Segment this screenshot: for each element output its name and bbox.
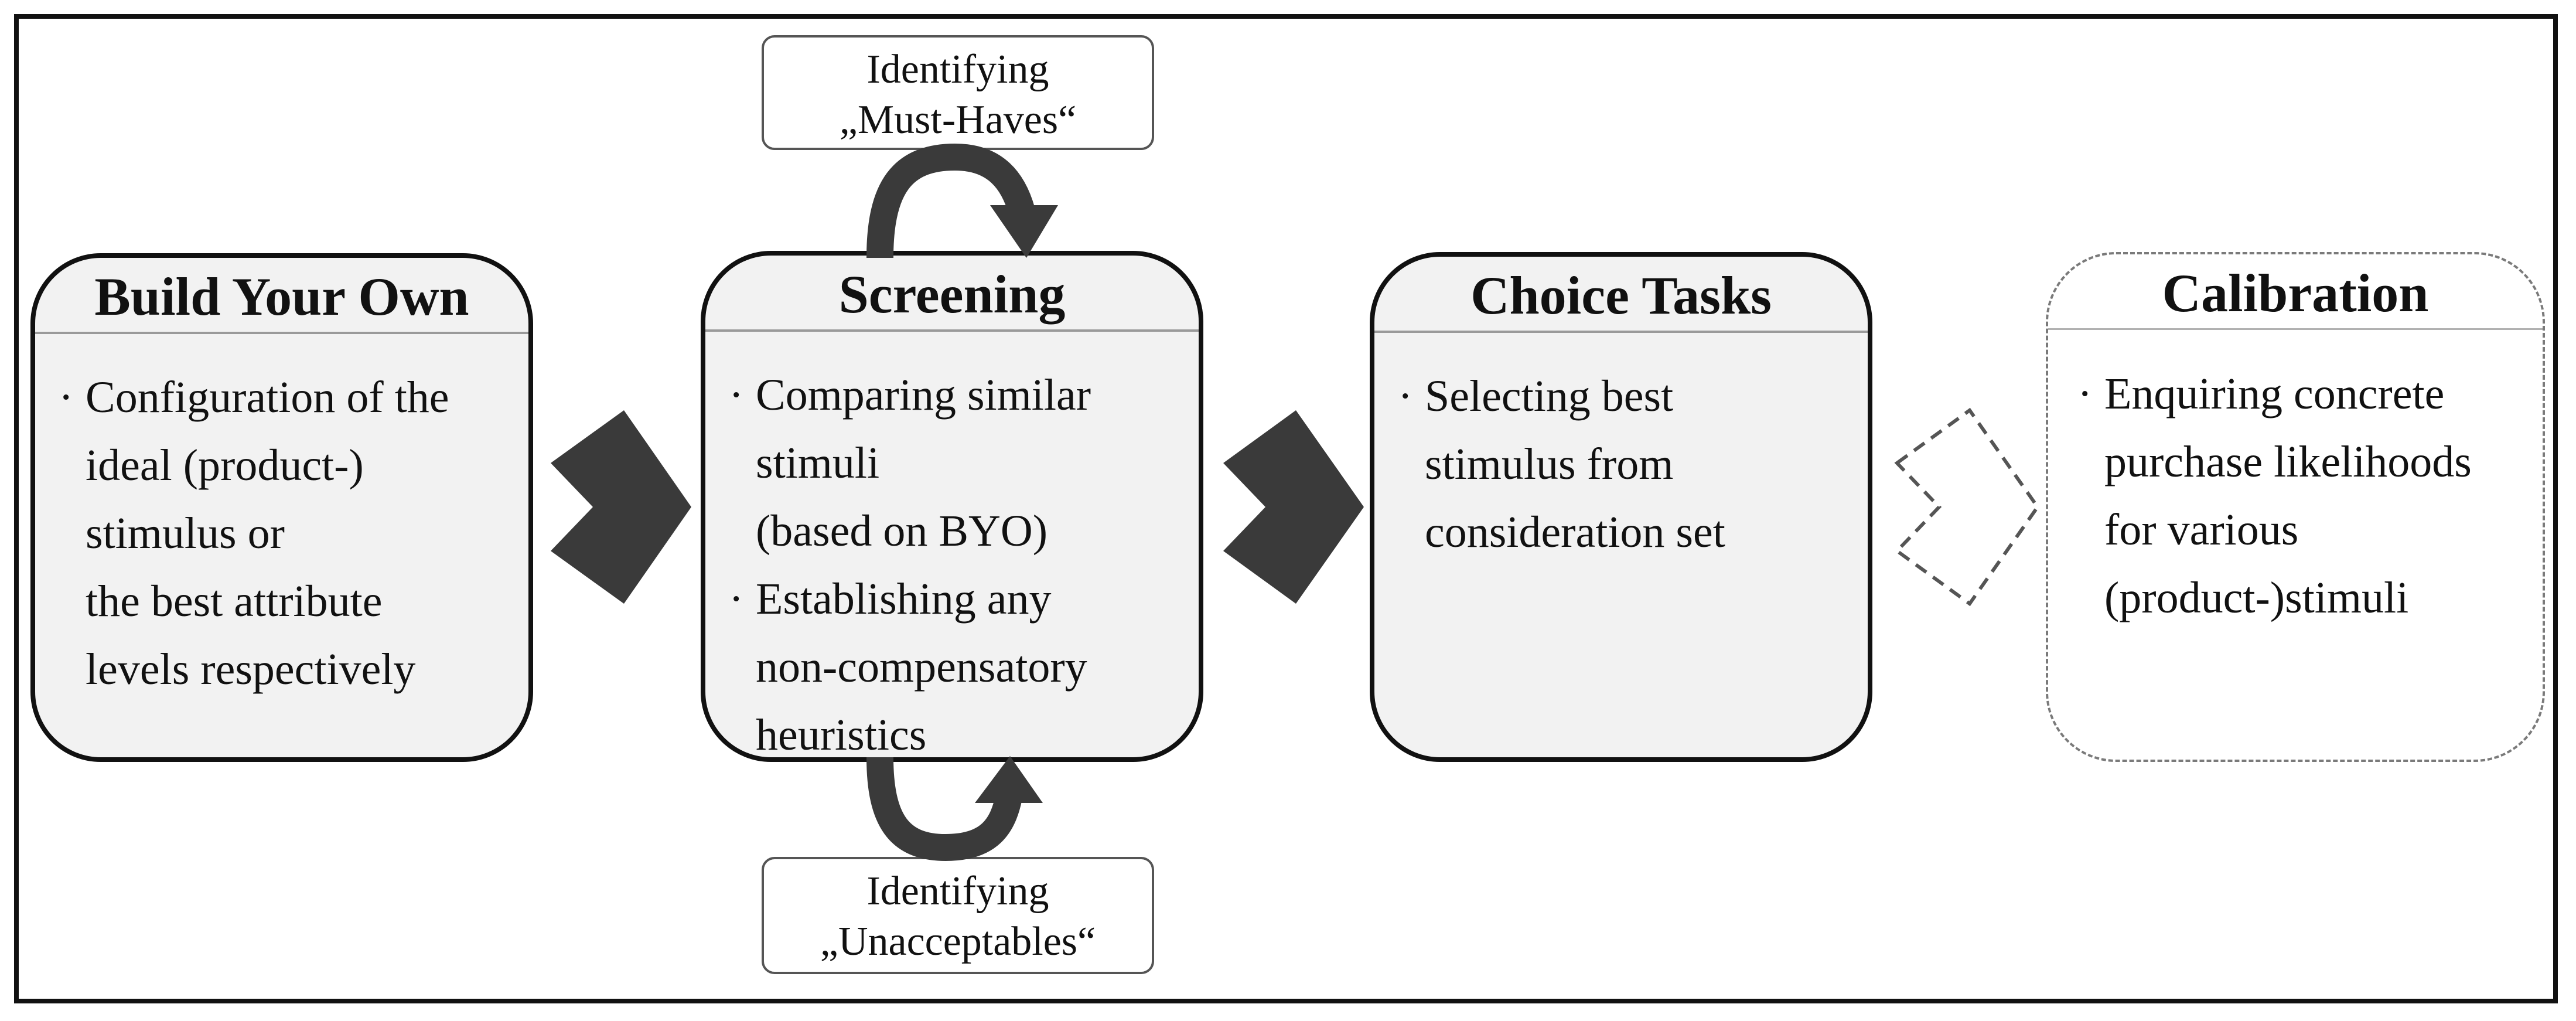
bullet-dot: · xyxy=(2077,369,2093,418)
bullet-dot: · xyxy=(729,574,744,624)
bullet-line: consideration set xyxy=(1425,508,1725,557)
step-body: · Configuration of the ideal (product-) … xyxy=(59,363,523,703)
annotation-unacceptables: Identifying „Unacceptables“ xyxy=(762,857,1154,974)
step-body: · Comparing similar stimuli (based on BY… xyxy=(729,361,1193,760)
bullet-item: · Establishing any non-compensatory heur… xyxy=(729,565,1193,760)
annotation-line: „Must-Haves“ xyxy=(839,97,1077,142)
step-body: · Selecting best stimulus from considera… xyxy=(1398,362,1862,566)
bullet-line: the best attribute xyxy=(86,577,383,626)
bullet-line: Comparing similar xyxy=(756,370,1091,420)
bullet-line: (product-)stimuli xyxy=(2104,573,2409,622)
top-loop-arrow-icon xyxy=(866,143,1058,258)
dashed-chevron-arrow-icon xyxy=(1894,407,2040,607)
bullet-line: Configuration of the xyxy=(86,373,449,422)
bullet-line: stimulus or xyxy=(86,509,285,558)
step-body: · Enquiring concrete purchase likelihood… xyxy=(2077,360,2537,632)
chevron-arrow-icon xyxy=(1223,410,1364,604)
chevron-arrow-icon xyxy=(551,410,691,604)
bullet-line: ideal (product-) xyxy=(86,441,364,490)
step-build-your-own: Build Your Own · Configuration of the id… xyxy=(30,253,533,762)
bullet-line: levels respectively xyxy=(86,645,416,694)
bullet-dot: · xyxy=(729,370,744,420)
bullet-line: non-compensatory xyxy=(756,642,1087,692)
step-screening: Screening · Comparing similar stimuli (b… xyxy=(701,251,1203,762)
step-title: Choice Tasks xyxy=(1374,257,1868,333)
step-choice-tasks: Choice Tasks · Selecting best stimulus f… xyxy=(1370,252,1872,762)
bullet-item: · Comparing similar stimuli (based on BY… xyxy=(729,361,1193,565)
bottom-loop-arrow-icon xyxy=(866,756,1043,862)
step-title: Calibration xyxy=(2048,254,2543,330)
annotation-line: Identifying xyxy=(866,47,1049,92)
annotation-line: Identifying xyxy=(866,869,1049,914)
bullet-line: heuristics xyxy=(756,710,927,760)
bullet-item: · Configuration of the ideal (product-) … xyxy=(59,363,523,703)
bullet-line: purchase likelihoods xyxy=(2104,437,2472,486)
bullet-line: (based on BYO) xyxy=(756,506,1048,556)
bullet-line: Selecting best xyxy=(1425,372,1674,421)
bullet-line: stimulus from xyxy=(1425,440,1674,489)
bullet-line: stimuli xyxy=(756,438,880,488)
step-calibration: Calibration · Enquiring concrete purchas… xyxy=(2046,252,2545,762)
bullet-item: · Selecting best stimulus from considera… xyxy=(1398,362,1862,566)
bullet-item: · Enquiring concrete purchase likelihood… xyxy=(2077,360,2537,632)
bullet-line: for various xyxy=(2104,505,2299,554)
step-title: Build Your Own xyxy=(35,258,528,334)
bullet-dot: · xyxy=(59,373,74,422)
bullet-dot: · xyxy=(1398,372,1413,421)
bullet-line: Enquiring concrete xyxy=(2104,369,2445,418)
step-title: Screening xyxy=(705,256,1199,332)
bullet-line: Establishing any xyxy=(756,574,1052,624)
annotation-must-haves: Identifying „Must-Haves“ xyxy=(762,35,1154,150)
annotation-line: „Unacceptables“ xyxy=(820,919,1096,964)
